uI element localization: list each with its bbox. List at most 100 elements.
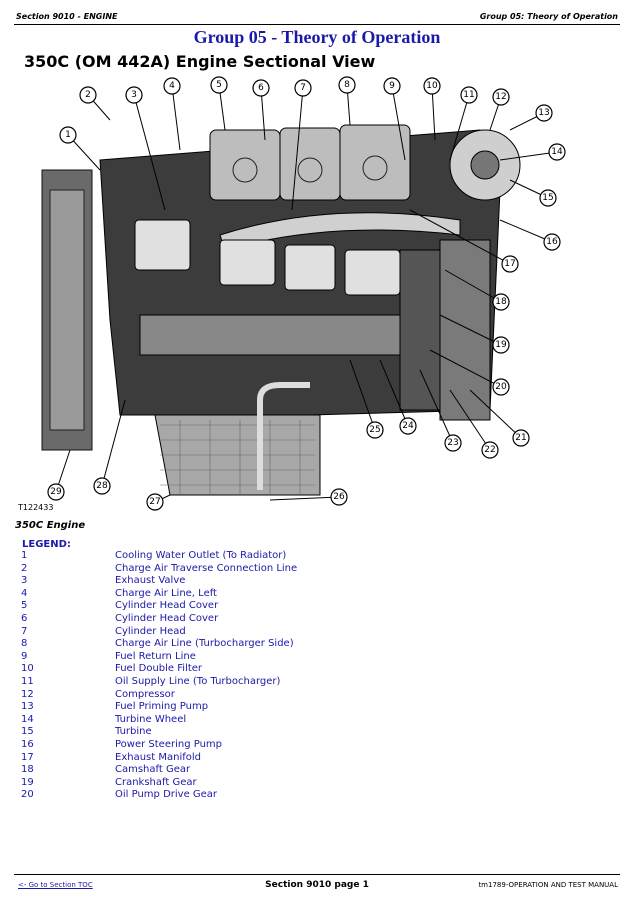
legend-item: 12 Compressor (21, 689, 441, 702)
legend-item-number: 2 (21, 562, 28, 574)
svg-text:17: 17 (504, 259, 515, 269)
cylinder-head-cover-1 (209, 129, 281, 201)
callout-5: 5 (210, 76, 228, 94)
go-to-section-toc-link[interactable]: <- Go to Section TOC (18, 881, 93, 889)
cylinder-head-cover-3 (339, 124, 411, 201)
svg-text:3: 3 (131, 90, 137, 100)
legend-item: 8 Charge Air Line (Turbocharger Side) (21, 638, 441, 651)
callout-17: 17 (501, 255, 519, 273)
svg-text:19: 19 (495, 340, 507, 350)
exhaust-manifold (219, 212, 461, 251)
callout-10: 10 (423, 77, 441, 95)
legend-item-label: Exhaust Valve (115, 575, 186, 587)
legend-item-label: Fuel Double Filter (115, 663, 203, 675)
callout-20: 20 (492, 378, 510, 396)
svg-text:15: 15 (542, 193, 553, 203)
legend-item-label: Exhaust Manifold (115, 751, 201, 763)
svg-text:8: 8 (344, 80, 350, 90)
legend-item: 10 Fuel Double Filter (21, 663, 441, 676)
svg-text:2: 2 (85, 90, 91, 100)
callout-14: 14 (548, 143, 566, 161)
svg-text:11: 11 (463, 90, 474, 100)
leader-lines (55, 84, 558, 503)
legend-item-number: 19 (21, 776, 34, 788)
legend-item-label: Compressor (115, 688, 175, 700)
svg-text:4: 4 (169, 81, 175, 91)
piston-2 (219, 239, 276, 286)
cylinder-head-cover-2 (279, 127, 341, 201)
section-title: 350C (OM 442A) Engine Sectional View (24, 52, 376, 71)
legend-item-label: Charge Air Traverse Connection Line (115, 562, 298, 574)
piston-3 (284, 244, 336, 291)
callout-7: 7 (294, 79, 312, 97)
legend-item-number: 1 (21, 550, 28, 561)
svg-text:25: 25 (369, 425, 380, 435)
timing-cover (439, 239, 491, 421)
callout-28: 28 (93, 477, 111, 495)
callout-3: 3 (125, 86, 143, 104)
callout-21: 21 (512, 429, 530, 447)
emblem-2 (297, 157, 323, 183)
legend-item-number: 14 (21, 713, 34, 725)
emblem-3 (362, 155, 388, 181)
legend-item-number: 12 (21, 688, 34, 700)
legend-item-label: Cooling Water Outlet (To Radiator) (115, 550, 287, 561)
callout-26: 26 (330, 488, 348, 506)
legend-item-label: Charge Air Line (Turbocharger Side) (115, 638, 294, 650)
legend-item-label: Charge Air Line, Left (115, 587, 217, 599)
callout-16: 16 (543, 233, 561, 251)
svg-text:24: 24 (402, 421, 414, 431)
callout-19: 19 (492, 336, 510, 354)
callout-8: 8 (338, 76, 356, 94)
svg-text:10: 10 (426, 81, 438, 91)
legend-item-label: Turbine (115, 726, 152, 738)
svg-text:18: 18 (495, 297, 507, 307)
group-title: Group 05 - Theory of Operation (193, 27, 441, 47)
legend-item-number: 11 (21, 675, 34, 687)
legend-item-number: 10 (21, 663, 34, 675)
legend-item-number: 5 (21, 600, 28, 612)
svg-text:5: 5 (216, 80, 222, 90)
legend-item-label: Oil Pump Drive Gear (115, 789, 218, 801)
callout-4: 4 (163, 77, 181, 95)
callout-6: 6 (252, 79, 270, 97)
header-group: Group 05: Theory of Operation (479, 12, 618, 21)
legend-item: 7 Cylinder Head (21, 626, 441, 639)
svg-text:13: 13 (538, 108, 549, 118)
legend-item-number: 7 (21, 625, 28, 637)
callout-22: 22 (481, 441, 499, 459)
legend-item-label: Camshaft Gear (115, 764, 191, 776)
figure-caption: 350C Engine (15, 520, 86, 531)
legend-item-label: Cylinder Head (115, 625, 186, 637)
gear-train (399, 249, 441, 411)
legend-item-number: 18 (21, 764, 34, 776)
svg-text:29: 29 (50, 487, 62, 497)
piston-4 (344, 249, 401, 296)
legend-item-label: Cylinder Head Cover (115, 612, 219, 624)
svg-text:27: 27 (149, 497, 160, 507)
manual-name: tm1789-OPERATION AND TEST MANUAL (478, 881, 618, 889)
svg-text:20: 20 (495, 382, 507, 392)
legend-item: 2 Charge Air Traverse Connection Line (21, 563, 441, 576)
engine-sectional-figure: 1 2 3 4 5 6 7 8 9 10 11 12 13 14 15 16 1… (41, 76, 566, 511)
callout-9: 9 (383, 77, 401, 95)
svg-text:16: 16 (546, 237, 558, 247)
legend-item: 1 Cooling Water Outlet (To Radiator) (21, 550, 441, 563)
legend-item-number: 13 (21, 701, 34, 713)
legend-item-number: 8 (21, 638, 28, 650)
callout-13: 13 (535, 104, 553, 122)
legend-item-label: Cylinder Head Cover (115, 600, 219, 612)
legend-item-label: Power Steering Pump (115, 738, 223, 750)
header-rule (14, 24, 620, 25)
header-section: Section 9010 - ENGINE (16, 12, 118, 21)
svg-text:28: 28 (96, 481, 108, 491)
